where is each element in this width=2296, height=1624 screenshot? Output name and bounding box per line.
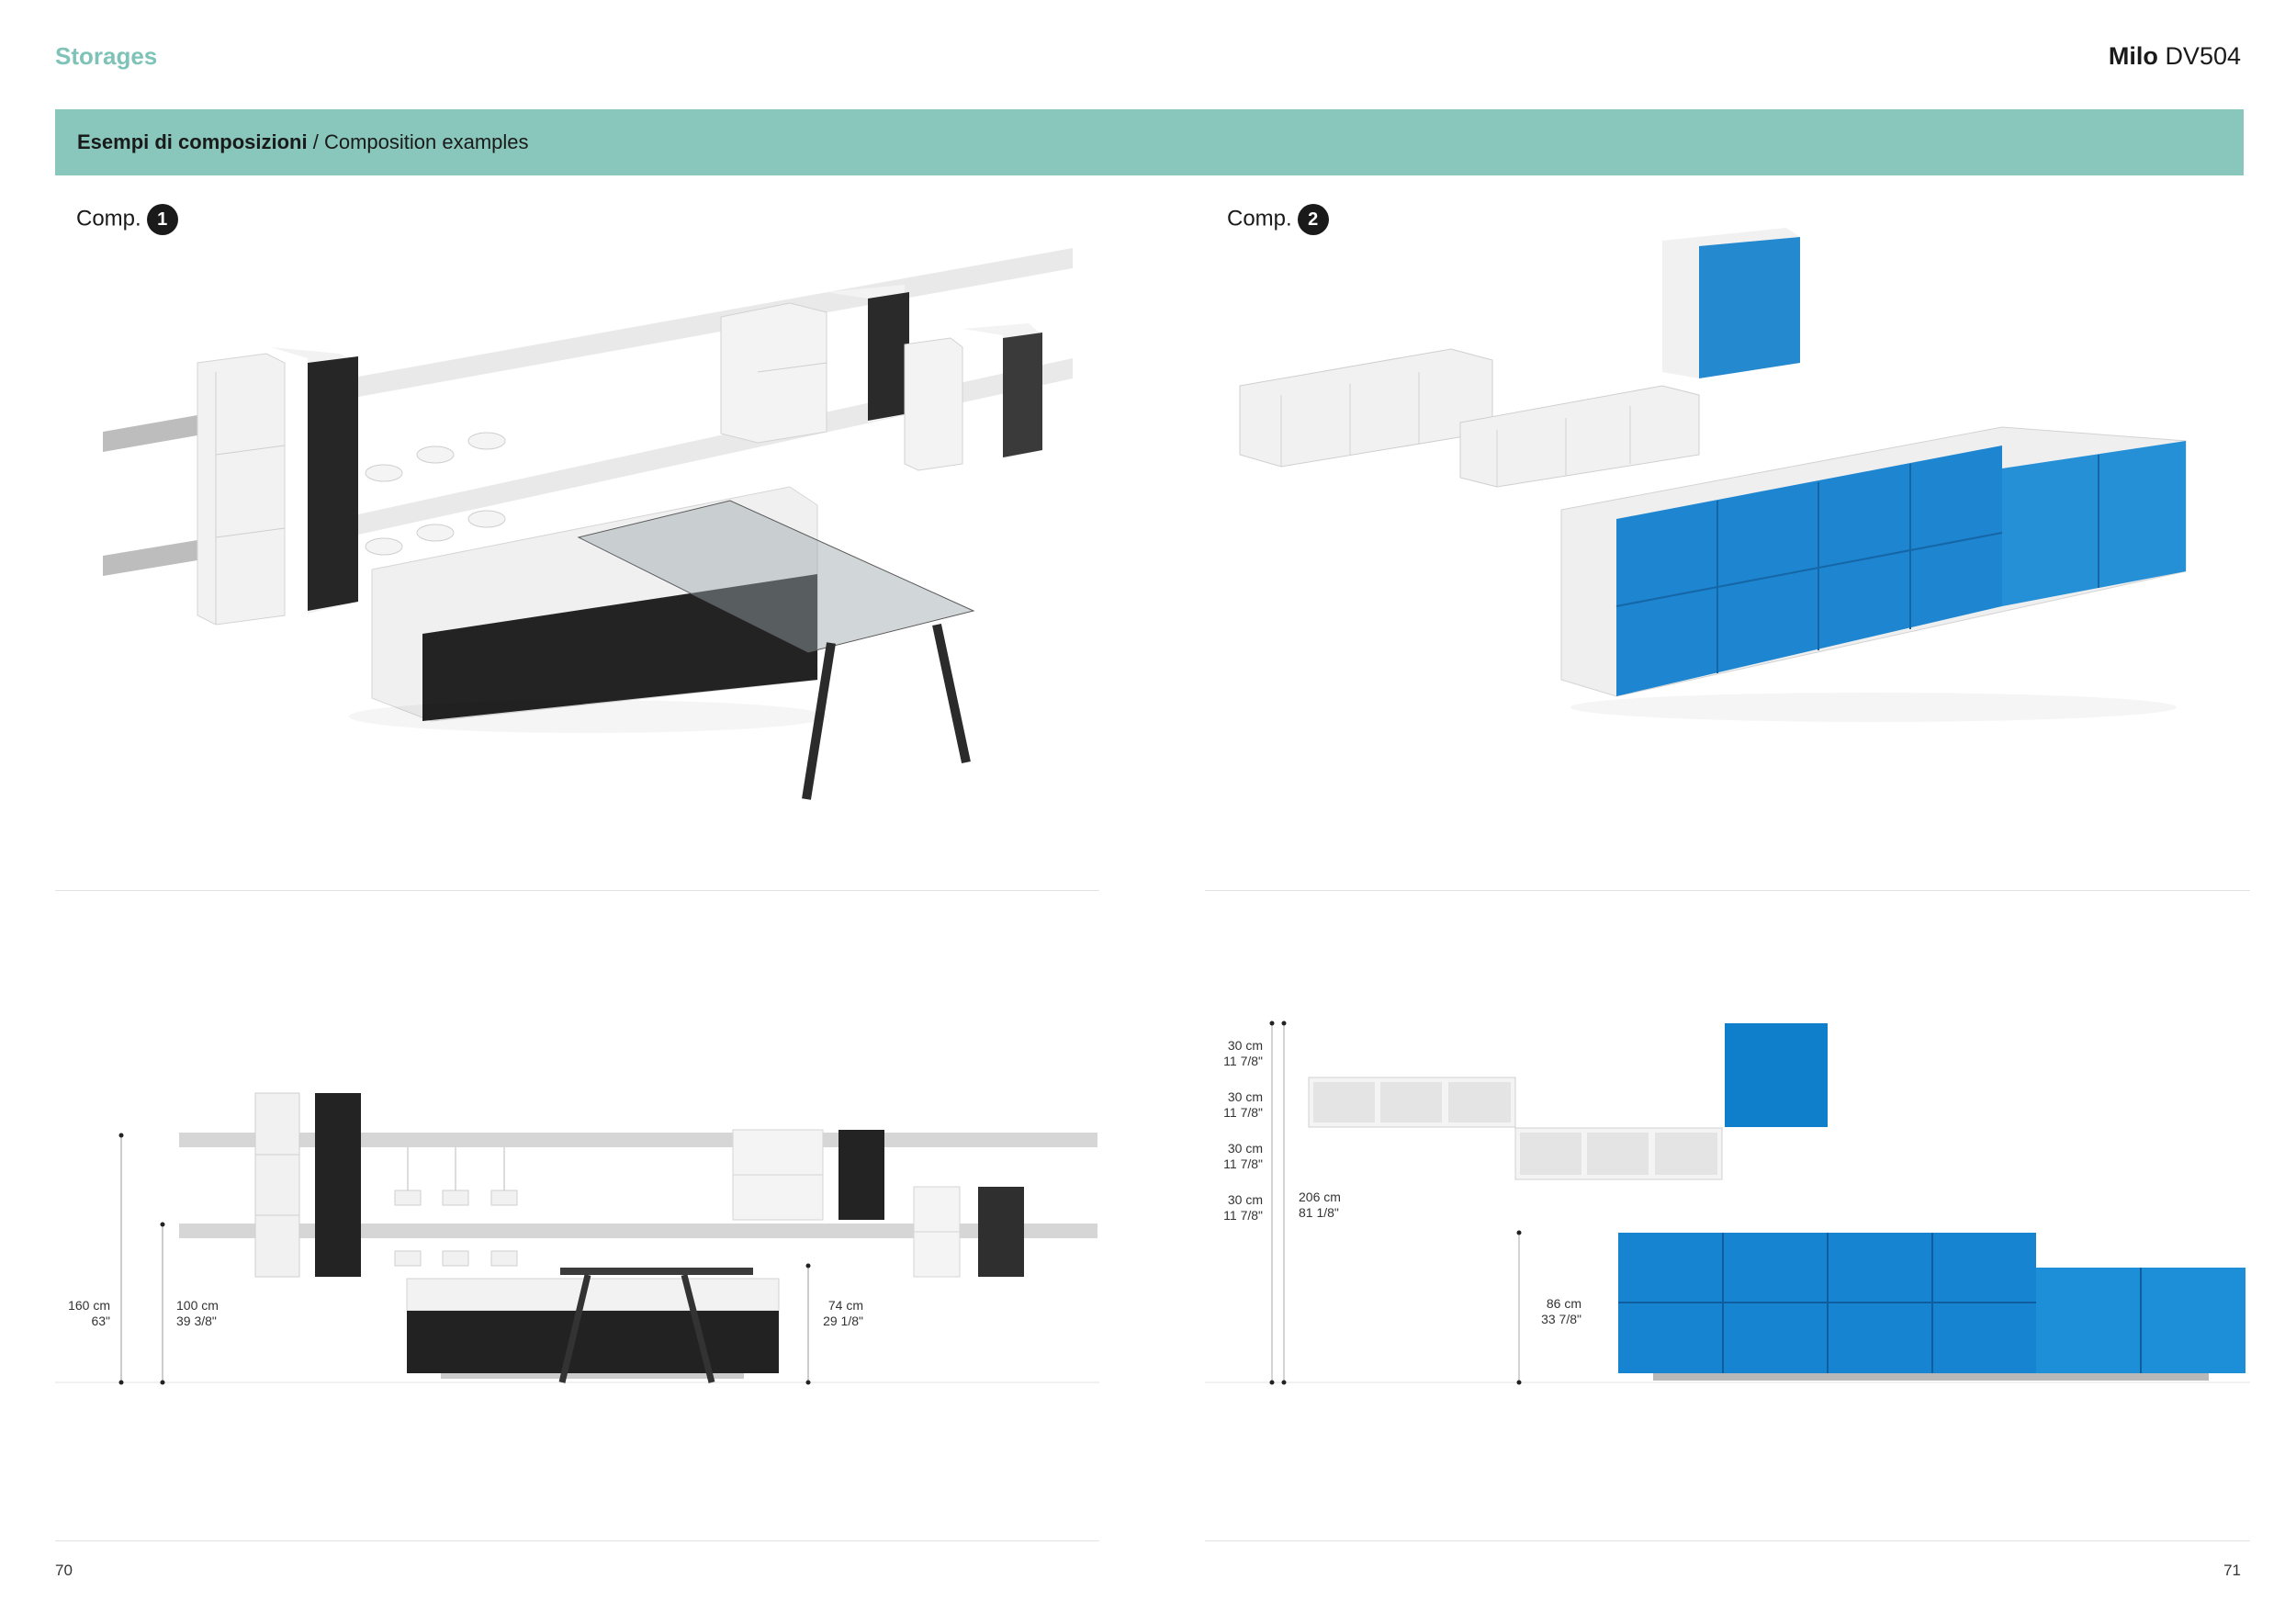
band-title: Esempi di composizioni / Composition exa… bbox=[77, 130, 529, 154]
comp-number-badge: 1 bbox=[146, 204, 178, 235]
comp-label-text: Comp. bbox=[76, 206, 141, 231]
divider-right bbox=[1205, 890, 2250, 891]
dim-metric: 30 cm bbox=[1227, 1192, 1263, 1207]
brand-name: Milo bbox=[2108, 42, 2158, 70]
model-code: DV504 bbox=[2165, 42, 2241, 70]
dim-metric: 30 cm bbox=[1227, 1089, 1263, 1104]
dim-imperial: 33 7/8" bbox=[1541, 1312, 1581, 1326]
footer-rule-right bbox=[1205, 1540, 2250, 1541]
section-band bbox=[55, 109, 2244, 175]
band-title-it: Esempi di composizioni bbox=[77, 130, 308, 153]
dim-metric: 30 cm bbox=[1227, 1141, 1263, 1156]
band-title-en: Composition examples bbox=[323, 130, 529, 153]
dim-imperial: 39 3/8" bbox=[176, 1314, 217, 1328]
page-number-left: 70 bbox=[55, 1562, 73, 1579]
band-separator: / bbox=[312, 130, 319, 153]
section-title: Storages bbox=[55, 42, 158, 70]
dim-metric: 30 cm bbox=[1227, 1038, 1263, 1053]
page-number-right: 71 bbox=[2223, 1562, 2241, 1579]
dim-metric: 74 cm bbox=[827, 1298, 863, 1313]
comp-1-label: Comp.1 bbox=[76, 204, 178, 235]
dim-metric: 100 cm bbox=[176, 1298, 219, 1313]
dim-metric: 86 cm bbox=[1546, 1296, 1581, 1311]
dim-imperial: 29 1/8" bbox=[823, 1314, 863, 1328]
divider-left bbox=[55, 890, 1099, 891]
comp-number-badge: 2 bbox=[1297, 204, 1329, 235]
brand-model: Milo DV504 bbox=[2109, 42, 2241, 71]
dim-metric: 160 cm bbox=[68, 1298, 110, 1313]
footer-rule-left bbox=[55, 1540, 1099, 1541]
dim-imperial: 11 7/8" bbox=[1223, 1208, 1263, 1223]
dim-imperial: 81 1/8" bbox=[1299, 1205, 1339, 1220]
comp-label-text: Comp. bbox=[1227, 206, 1292, 231]
comp-2-label: Comp.2 bbox=[1227, 204, 1329, 235]
dim-imperial: 63" bbox=[91, 1314, 110, 1328]
dim-imperial: 11 7/8" bbox=[1223, 1105, 1263, 1120]
dim-imperial: 11 7/8" bbox=[1223, 1054, 1263, 1068]
dim-metric: 206 cm bbox=[1299, 1190, 1341, 1204]
dim-imperial: 11 7/8" bbox=[1223, 1156, 1263, 1171]
